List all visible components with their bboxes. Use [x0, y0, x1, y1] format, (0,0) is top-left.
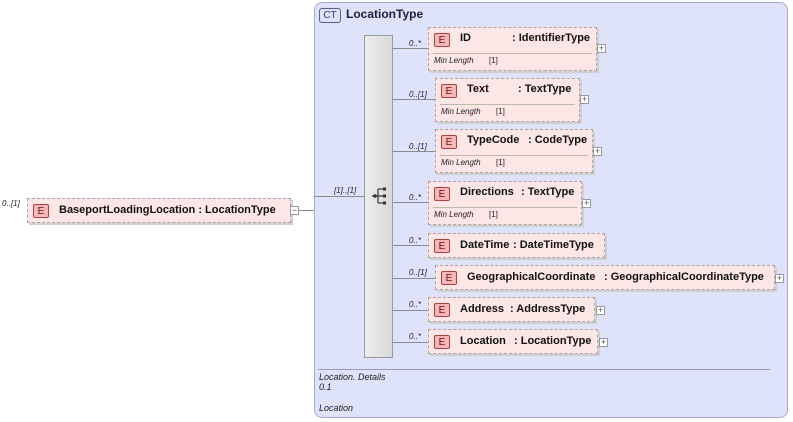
- element-icon: E: [441, 271, 457, 285]
- footer-name: Location: [319, 403, 354, 413]
- facet-label: Min Length: [441, 107, 481, 116]
- expand-icon[interactable]: +: [599, 337, 608, 347]
- element-type: : LocationType: [514, 335, 592, 347]
- element-name: Address: [460, 303, 505, 315]
- connector-line: [393, 245, 428, 246]
- root-element-label: BaseportLoadingLocation : LocationType: [59, 204, 276, 216]
- connector-line: [393, 99, 435, 100]
- element-icon: E: [33, 204, 49, 218]
- facet-value: [1]: [496, 158, 505, 167]
- element-type: : TextType: [518, 83, 572, 95]
- element-directions[interactable]: E Directions : TextType Min Length [1]: [428, 181, 582, 225]
- root-cardinality: 0..[1]: [2, 199, 20, 208]
- child-cardinality: 0..[1]: [409, 268, 427, 277]
- element-icon: E: [434, 33, 450, 47]
- sequence-icon: [372, 187, 386, 205]
- child-cardinality: 0..[1]: [409, 142, 427, 151]
- element-name: ID: [460, 32, 471, 44]
- element-name: Location: [460, 335, 506, 347]
- element-icon: E: [434, 335, 450, 349]
- root-element[interactable]: E BaseportLoadingLocation : LocationType: [27, 198, 291, 223]
- child-cardinality: 0..*: [409, 193, 422, 202]
- connector-line: [393, 278, 435, 279]
- element-address[interactable]: E Address : AddressType: [428, 297, 595, 322]
- connector-line: [299, 210, 314, 211]
- sequence-cardinality: [1]..[1]: [334, 186, 357, 195]
- child-cardinality: 0..*: [409, 332, 422, 341]
- collapse-icon[interactable]: −: [290, 205, 299, 215]
- expand-icon[interactable]: +: [597, 43, 606, 53]
- element-type: : DateTimeType: [513, 239, 594, 251]
- complex-type-icon: CT: [319, 8, 341, 23]
- element-datetime[interactable]: E DateTime : DateTimeType: [428, 233, 605, 258]
- element-type: : GeographicalCoordinateType: [604, 271, 764, 283]
- facet-label: Min Length: [434, 210, 474, 219]
- connector-line: [393, 48, 428, 49]
- element-type: : AddressType: [510, 303, 586, 315]
- divider: [318, 369, 770, 370]
- child-cardinality: 0..*: [409, 236, 422, 245]
- element-icon: E: [434, 187, 450, 201]
- element-name: GeographicalCoordinate: [467, 271, 596, 283]
- complex-type-title: LocationType: [346, 7, 424, 21]
- element-type: : IdentifierType: [512, 32, 591, 44]
- facet-value: [1]: [496, 107, 505, 116]
- facet-label: Min Length: [434, 56, 474, 65]
- divider: [440, 104, 575, 105]
- child-cardinality: 0..*: [409, 300, 422, 309]
- element-name: Text: [467, 83, 489, 95]
- facet-value: [1]: [489, 56, 498, 65]
- footer-details: Location. Details: [319, 372, 386, 382]
- element-name: Directions: [460, 186, 514, 198]
- connector-line: [393, 342, 428, 343]
- element-icon: E: [441, 135, 457, 149]
- expand-icon[interactable]: +: [582, 198, 591, 208]
- element-text[interactable]: E Text : TextType Min Length [1]: [435, 78, 580, 122]
- expand-icon[interactable]: +: [593, 146, 602, 156]
- divider: [433, 53, 592, 54]
- expand-icon[interactable]: +: [596, 305, 605, 315]
- element-icon: E: [434, 303, 450, 317]
- divider: [433, 207, 577, 208]
- connector-line: [393, 202, 428, 203]
- element-name: DateTime: [460, 239, 510, 251]
- element-geographicalcoordinate[interactable]: E GeographicalCoordinate : GeographicalC…: [435, 265, 775, 290]
- element-id[interactable]: E ID : IdentifierType Min Length [1]: [428, 27, 597, 71]
- footer-version: 0.1: [319, 382, 332, 392]
- facet-label: Min Length: [441, 158, 481, 167]
- divider: [440, 155, 588, 156]
- expand-icon[interactable]: +: [775, 273, 784, 283]
- facet-value: [1]: [489, 210, 498, 219]
- element-type: : CodeType: [528, 134, 588, 146]
- child-cardinality: 0..*: [409, 39, 422, 48]
- expand-icon[interactable]: +: [580, 94, 589, 104]
- element-icon: E: [441, 84, 457, 98]
- element-typecode[interactable]: E TypeCode : CodeType Min Length [1]: [435, 129, 593, 173]
- connector-line: [393, 151, 435, 152]
- connector-line: [314, 196, 364, 197]
- element-type: : TextType: [521, 186, 575, 198]
- element-location[interactable]: E Location : LocationType: [428, 329, 598, 354]
- connector-line: [393, 310, 428, 311]
- child-cardinality: 0..[1]: [409, 90, 427, 99]
- element-icon: E: [434, 239, 450, 253]
- element-name: TypeCode: [467, 134, 520, 146]
